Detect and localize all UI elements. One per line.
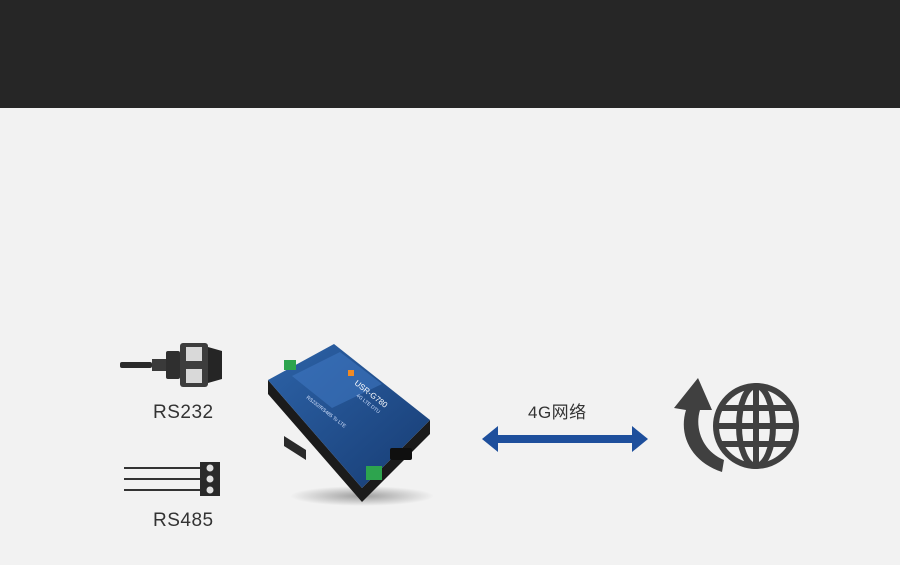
network-label: 4G网络 xyxy=(528,403,587,422)
terminal-block-connector-icon xyxy=(124,462,220,496)
rs232-label: RS232 xyxy=(153,402,214,423)
rs485-label: RS485 xyxy=(153,510,214,531)
header-band xyxy=(0,0,900,108)
double-arrow-icon xyxy=(482,426,648,452)
globe-refresh-icon xyxy=(674,378,799,472)
dtu-device-image: USR-G780 4G LTE DTU RS232/RS485 To LTE xyxy=(268,344,434,506)
db9-serial-connector-icon xyxy=(120,343,222,387)
